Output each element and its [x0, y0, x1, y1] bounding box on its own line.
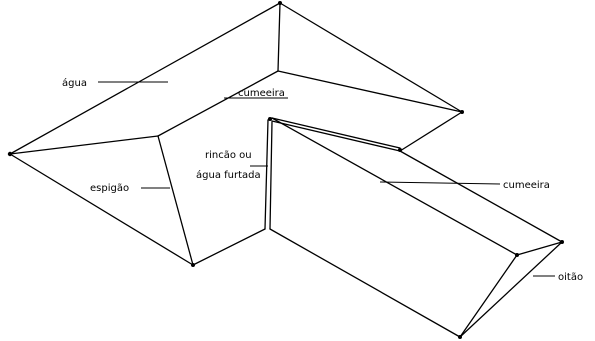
- label-cumeeira-right: cumeeira: [503, 180, 550, 191]
- vertex-gable-right: [560, 240, 564, 244]
- vertex-ridge-end: [398, 148, 402, 152]
- leader-lines: [98, 81, 555, 277]
- valley-edges: [264, 117, 273, 230]
- vertex-right-upper: [460, 110, 464, 114]
- label-agua: água: [62, 77, 87, 89]
- vertex-gable-peak: [515, 253, 519, 257]
- hip-back: [277, 2, 281, 72]
- label-cumeeira-top: cumeeira: [238, 88, 285, 99]
- leader-cumeeira-right: [379, 181, 501, 185]
- vertex-bottom-left: [191, 263, 195, 267]
- roof-edges-right-wing: [269, 117, 563, 338]
- ridge-lower: [271, 117, 518, 256]
- gable-top: [516, 241, 563, 256]
- roof-edges-left-wing: [9, 2, 463, 266]
- ridge-upper: [157, 70, 279, 137]
- hip-left: [9, 135, 159, 155]
- label-rincao-line2: água furtada: [196, 169, 261, 181]
- eave-back-left: [9, 2, 281, 155]
- ridge-lower-double: [271, 120, 401, 152]
- labels: água cumeeira rincão ou água furtada esp…: [62, 77, 583, 283]
- valley-line-inner: [269, 121, 273, 230]
- eave-lower-left: [192, 228, 266, 266]
- label-espigao: espigão: [90, 183, 129, 194]
- valley-line: [264, 119, 269, 230]
- vertex-bottom-right: [458, 335, 462, 339]
- label-rincao-line1: rincão ou: [205, 150, 252, 161]
- gable-front: [459, 254, 518, 338]
- eave-front-left: [9, 153, 194, 266]
- label-oitao: oitão: [558, 272, 583, 283]
- hip-back-right: [277, 70, 463, 113]
- vertex-valley-top: [268, 117, 272, 121]
- eave-front-right: [269, 228, 461, 338]
- vertex-top: [278, 1, 282, 5]
- ridge-connector: [271, 117, 401, 149]
- vertex-left: [7, 151, 13, 157]
- eave-upper-right: [399, 150, 563, 243]
- vertices: [7, 1, 564, 339]
- hip-front: [157, 135, 194, 266]
- gable-right: [459, 241, 563, 338]
- eave-back-top: [279, 2, 463, 113]
- eave-right-end: [399, 111, 463, 152]
